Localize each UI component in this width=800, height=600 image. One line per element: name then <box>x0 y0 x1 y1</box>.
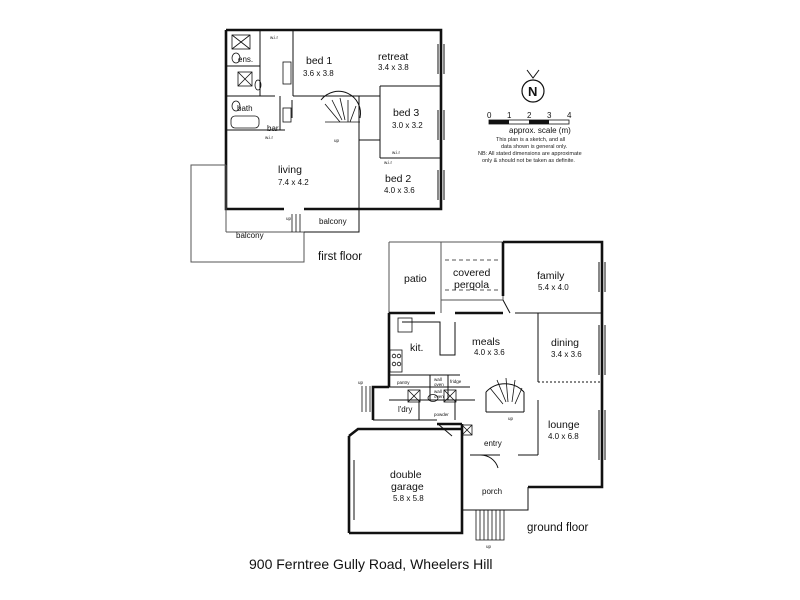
porch-label: porch <box>482 487 502 496</box>
scale-label: approx. scale (m) <box>509 126 571 135</box>
pergola-label-line2: pergola <box>454 279 489 291</box>
bed3-label: bed 3 <box>393 107 419 119</box>
first-floor-plan: up w.i.r w.i.r w.i.r w.i.r up bed 1 3.6 … <box>190 28 445 263</box>
patio-label: patio <box>404 273 427 285</box>
garage-dim: 5.8 x 5.8 <box>393 494 424 503</box>
first-floor-stair-label: up <box>334 138 340 143</box>
note-line-2: data shown is general only. <box>501 144 568 150</box>
retreat-dim: 3.4 x 3.8 <box>378 63 409 72</box>
balcony-stair-label: up <box>286 216 292 221</box>
compass-letter: N <box>528 84 537 99</box>
scale-tick-4: 4 <box>567 111 572 120</box>
scale-tick-1: 1 <box>507 111 512 120</box>
family-label: family <box>537 270 565 282</box>
garage-label-line1: double <box>390 469 422 481</box>
meals-dim: 4.0 x 3.6 <box>474 348 505 357</box>
wall-oven2-label-line1: wall <box>434 389 442 394</box>
ground-stair-label: up <box>508 416 514 421</box>
ground-floor-plan: up up up patio covered pergola family 5.… <box>347 240 606 549</box>
north-arrow-icon <box>521 79 545 103</box>
ground-floor-label: ground floor <box>527 522 589 534</box>
scale-tick-2: 2 <box>527 111 532 120</box>
bed1-dim: 3.6 x 3.8 <box>303 69 334 78</box>
property-address: 900 Ferntree Gully Road, Wheelers Hill <box>249 556 493 572</box>
bed3-dim: 3.0 x 3.2 <box>392 121 423 130</box>
bed2-label: bed 2 <box>385 173 411 185</box>
wir-label-bed2: w.i.r <box>384 160 393 165</box>
pergola-label-line1: covered <box>453 267 491 279</box>
ensuite-label: ens. <box>238 55 253 64</box>
powder-label: powder <box>434 412 449 417</box>
compass: N <box>521 69 545 103</box>
wir-label-bed3: w.i.r <box>392 150 401 155</box>
retreat-label: retreat <box>378 51 408 63</box>
bed1-label: bed 1 <box>306 55 332 67</box>
wall-oven-label-line1: wall <box>434 377 442 382</box>
lounge-label: lounge <box>548 419 580 431</box>
dining-label: dining <box>551 337 579 349</box>
scale-tick-0: 0 <box>487 111 492 120</box>
bath-label: bath <box>237 104 253 113</box>
wir-label-living: w.i.r <box>265 135 274 140</box>
entry-label: entry <box>484 439 502 448</box>
living-dim: 7.4 x 4.2 <box>278 178 309 187</box>
note-line-1: This plan is a sketch, and all <box>496 137 565 143</box>
note-line-3: NB: All stated dimensions are approximat… <box>478 151 582 157</box>
dining-dim: 3.4 x 3.6 <box>551 350 582 359</box>
family-dim: 5.4 x 4.0 <box>538 283 569 292</box>
first-floor-label: first floor <box>318 251 362 263</box>
pantry-label: pantry <box>397 380 410 385</box>
laundry-stair-label: up <box>358 380 364 385</box>
wall-oven2-label-line2: oven <box>434 394 444 399</box>
fridge-label: fridge <box>450 379 462 384</box>
wir-label-bed1: w.i.r <box>270 35 279 40</box>
bed2-dim: 4.0 x 3.6 <box>384 186 415 195</box>
meals-label: meals <box>472 336 500 348</box>
scale-bar: 0 1 2 3 4 approx. scale (m) <box>487 111 572 135</box>
balcony-small-label: balcony <box>319 217 347 226</box>
balcony-large-label: balcony <box>236 231 264 240</box>
garage-label-line2: garage <box>391 481 424 493</box>
note-line-4: only & should not be taken as definite. <box>482 158 575 164</box>
plan-notes: This plan is a sketch, and all data show… <box>478 137 582 164</box>
porch-stair-label: up <box>486 544 492 549</box>
kitchen-label: kit. <box>410 342 423 354</box>
lounge-dim: 4.0 x 6.8 <box>548 432 579 441</box>
bar-label: bar <box>267 124 279 133</box>
wall-oven-label-line2: oven <box>434 382 444 387</box>
living-label: living <box>278 164 302 176</box>
laundry-label: l'dry <box>398 405 412 414</box>
scale-tick-3: 3 <box>547 111 552 120</box>
